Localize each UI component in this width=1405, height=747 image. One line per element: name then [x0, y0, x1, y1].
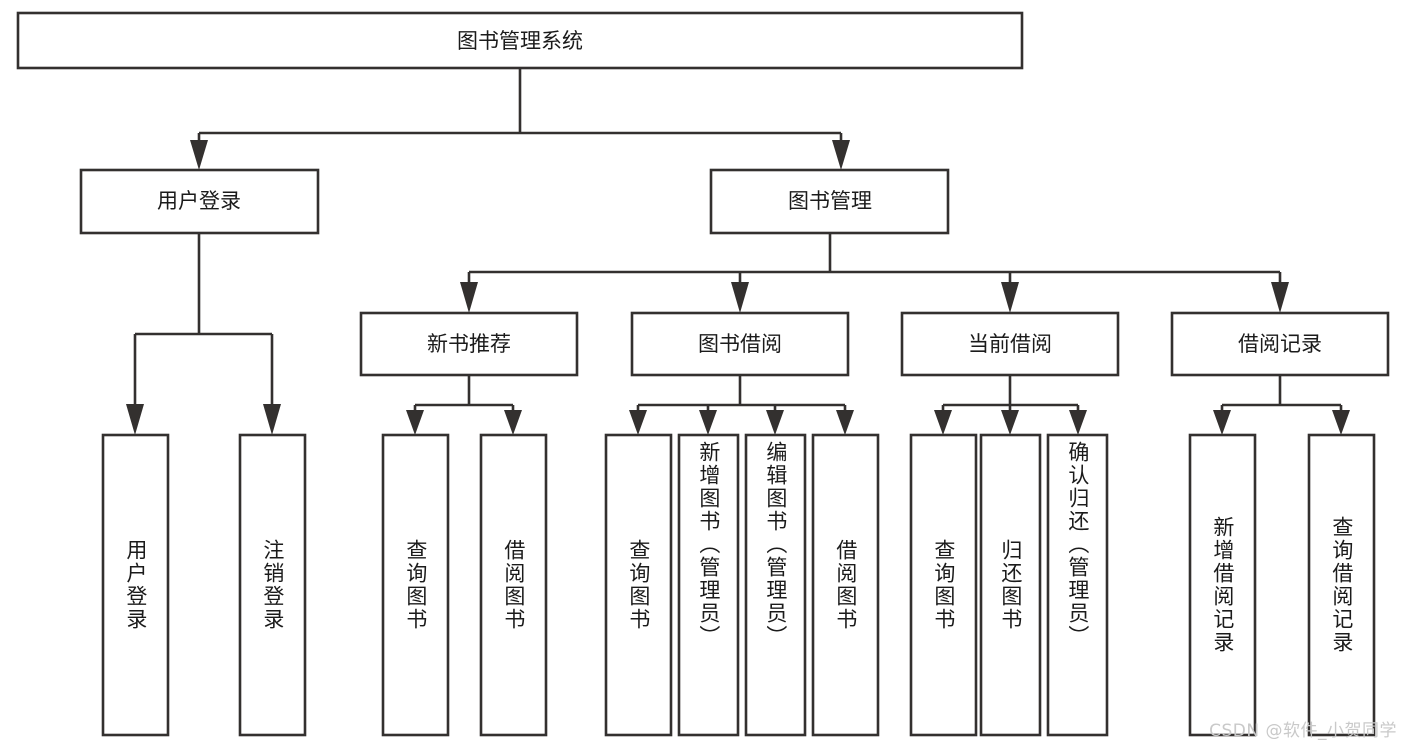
connector-bookborrow-to-leaves [629, 375, 854, 435]
node-borrow-record-label: 借阅记录 [1238, 332, 1322, 356]
leaf-borrow-book-borrow-box[interactable] [811, 433, 880, 737]
leaf-query-book-recommend-box[interactable] [381, 433, 450, 737]
connector-root-to-level2 [190, 68, 850, 170]
node-user-login-box[interactable] [79, 168, 320, 235]
leaf-confirm-return-admin-box[interactable] [1046, 433, 1109, 737]
leaf-query-borrow-record-box[interactable] [1307, 433, 1376, 737]
node-current-borrow-box[interactable] [900, 311, 1120, 377]
leaf-query-book-current-box[interactable] [909, 433, 978, 737]
connector-userlogin-to-leaves [126, 233, 281, 435]
node-book-borrow-label: 图书借阅 [698, 332, 782, 356]
leaf-add-borrow-record-box[interactable] [1188, 433, 1257, 737]
leaf-return-book-box[interactable] [979, 433, 1042, 737]
leaf-query-book-borrow-box[interactable] [604, 433, 673, 737]
node-new-book-recommend-label: 新书推荐 [427, 332, 511, 356]
node-book-management-label: 图书管理 [788, 189, 872, 213]
leaf-user-login-box[interactable] [101, 433, 170, 737]
connector-newbook-to-leaves [406, 375, 522, 435]
node-current-borrow-label: 当前借阅 [968, 332, 1052, 356]
leaf-logout-box[interactable] [238, 433, 307, 737]
node-book-borrow-box[interactable] [630, 311, 850, 377]
leaf-edit-book-admin-box[interactable] [744, 433, 807, 737]
connector-bookmgmt-to-level3 [460, 233, 1289, 313]
node-new-book-recommend-box[interactable] [359, 311, 579, 377]
node-book-management-box[interactable] [709, 168, 950, 235]
node-root-box[interactable] [16, 11, 1024, 70]
node-borrow-record-box[interactable] [1170, 311, 1390, 377]
leaf-add-book-admin-box[interactable] [677, 433, 740, 737]
leaf-borrow-book-recommend-box[interactable] [479, 433, 548, 737]
connector-borrowrecord-to-leaves [1213, 375, 1350, 435]
node-root-label: 图书管理系统 [457, 29, 583, 53]
connector-currentborrow-to-leaves [934, 375, 1087, 435]
node-user-login-label: 用户登录 [157, 189, 241, 213]
